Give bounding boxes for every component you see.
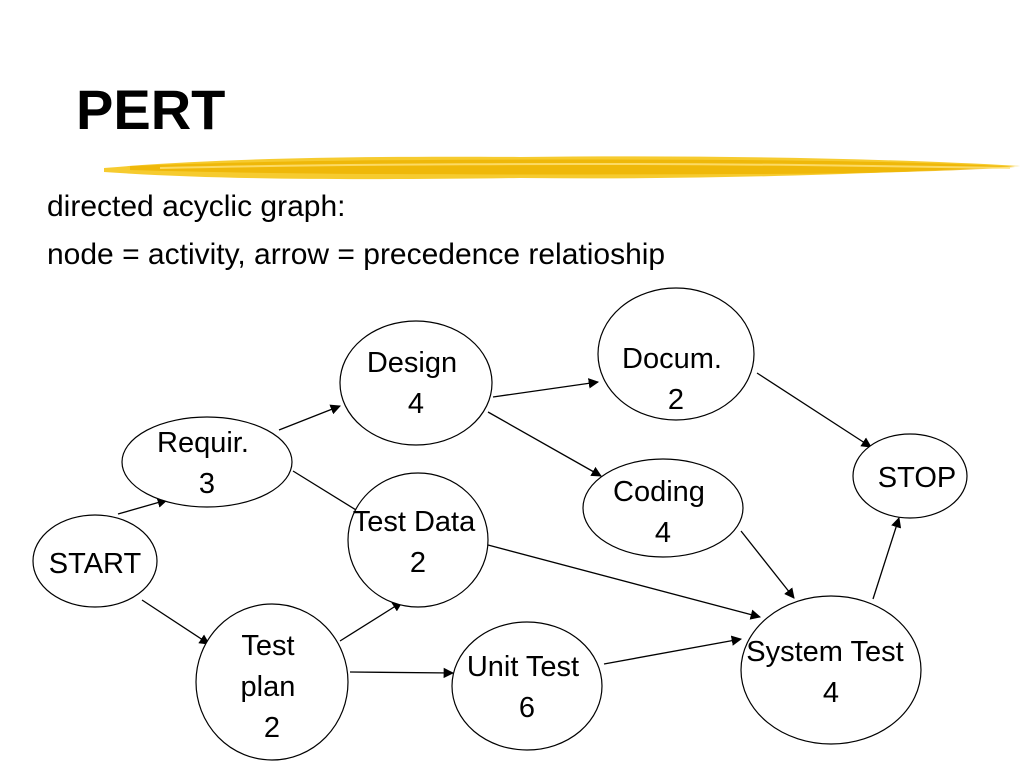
edge-start-requir bbox=[117, 497, 168, 515]
node-unittest: Unit Test 6 bbox=[451, 621, 603, 751]
svg-text:Design 4: Design 4 bbox=[367, 347, 465, 420]
edge-testplan-testdata bbox=[339, 601, 403, 642]
definition-line: directed acyclic graph: bbox=[47, 190, 346, 223]
node-testdata: Test Data 2 bbox=[347, 472, 489, 608]
node-duration: 4 bbox=[823, 677, 839, 709]
node-duration: 4 bbox=[655, 517, 671, 549]
node-label: System Test bbox=[746, 636, 903, 668]
svg-text:Docum. 2: Docum. 2 bbox=[622, 343, 730, 416]
node-systemtest: System Test 4 bbox=[740, 595, 922, 745]
node-stop: STOP bbox=[852, 433, 968, 519]
svg-text:Requir. 3: Requir. 3 bbox=[157, 427, 257, 500]
node-label: START bbox=[49, 548, 142, 580]
node-duration: 6 bbox=[519, 692, 535, 724]
svg-text:System Test 4: System Test 4 bbox=[746, 636, 911, 709]
edge-unittest-systemtest bbox=[603, 635, 743, 665]
edge-coding-systemtest bbox=[740, 530, 795, 599]
edge-testplan-unittest bbox=[349, 667, 455, 679]
svg-text:START: START bbox=[49, 548, 142, 580]
node-label: Coding bbox=[613, 476, 705, 508]
edge-requir-design bbox=[278, 404, 341, 431]
node-label: Requir. bbox=[157, 427, 249, 459]
edge-docum-stop bbox=[756, 372, 872, 448]
svg-text:Coding 4: Coding 4 bbox=[613, 476, 713, 549]
node-testplan: Test plan 2 bbox=[195, 603, 349, 761]
node-duration: 4 bbox=[408, 388, 424, 420]
legend-line: node = activity, arrow = precedence rela… bbox=[47, 238, 666, 271]
node-duration: 2 bbox=[264, 712, 280, 744]
node-label: Test Data bbox=[353, 506, 476, 538]
node-label: plan bbox=[241, 671, 296, 703]
highlighter-stroke bbox=[104, 156, 1020, 180]
node-docum: Docum. 2 bbox=[597, 287, 755, 421]
node-label: Docum. bbox=[622, 343, 722, 375]
edge-testdata-systemtest bbox=[487, 544, 762, 620]
svg-text:Test Data 2: Test Data 2 bbox=[353, 506, 484, 579]
node-label: Test bbox=[241, 630, 294, 662]
edge-design-coding bbox=[487, 411, 602, 477]
node-label: Unit Test bbox=[467, 651, 579, 683]
node-start: START bbox=[32, 514, 158, 608]
svg-text:Test plan 2: Test plan 2 bbox=[241, 630, 304, 744]
node-duration: 2 bbox=[668, 384, 684, 416]
edge-start-testplan bbox=[141, 599, 210, 645]
node-duration: 3 bbox=[199, 468, 215, 500]
edge-design-docum bbox=[492, 378, 600, 398]
node-duration: 2 bbox=[410, 547, 426, 579]
node-requir: Requir. 3 bbox=[121, 416, 293, 508]
node-design: Design 4 bbox=[339, 320, 493, 446]
edge-systemtest-stop bbox=[872, 517, 902, 600]
svg-text:STOP: STOP bbox=[878, 462, 956, 494]
node-label: Design bbox=[367, 347, 457, 379]
node-coding: Coding 4 bbox=[582, 458, 744, 558]
svg-text:Unit Test 6: Unit Test 6 bbox=[467, 651, 587, 724]
node-label: STOP bbox=[878, 462, 956, 494]
slide-title: PERT bbox=[76, 78, 226, 141]
